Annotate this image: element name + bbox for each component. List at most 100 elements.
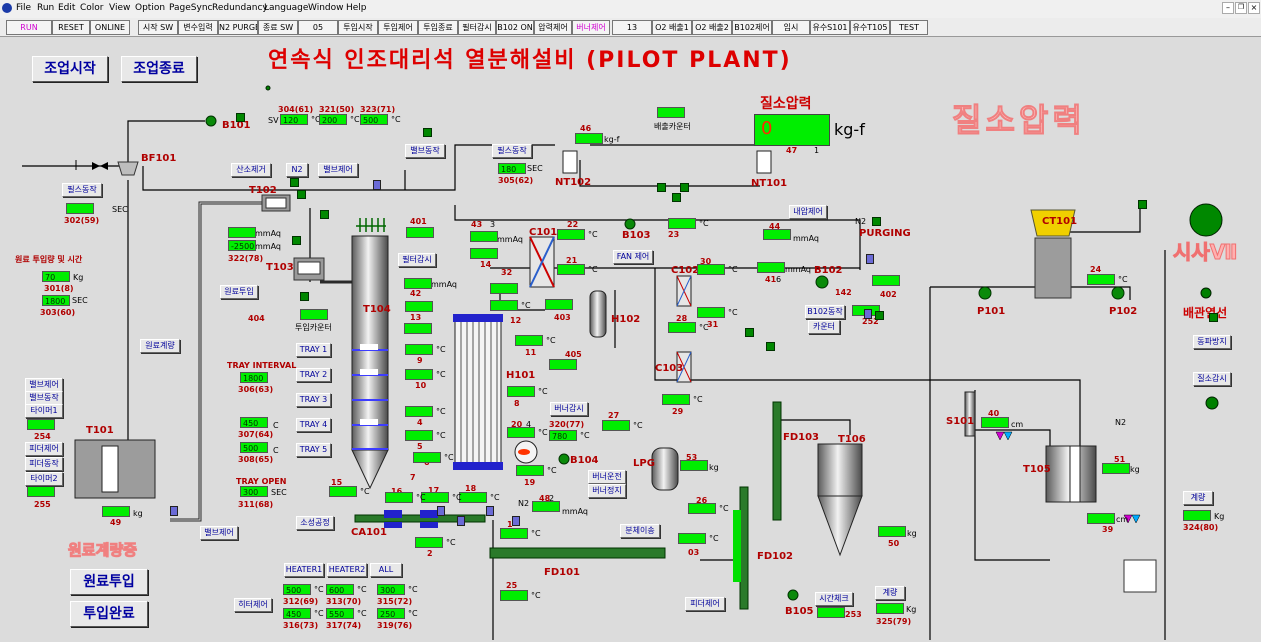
- value-display[interactable]: [405, 344, 433, 355]
- value-display[interactable]: 1800: [240, 372, 268, 383]
- control-button[interactable]: 타이머2: [25, 472, 63, 486]
- value-display[interactable]: [405, 369, 433, 380]
- control-button[interactable]: 소성공정: [296, 516, 334, 530]
- control-button[interactable]: TRAY 4: [296, 418, 331, 432]
- control-button[interactable]: 내압제어: [789, 205, 827, 219]
- value-display[interactable]: [405, 301, 433, 312]
- control-button[interactable]: 필스동작: [62, 183, 102, 197]
- value-display[interactable]: [549, 359, 577, 370]
- control-button[interactable]: 카운터: [808, 320, 840, 334]
- control-button[interactable]: 필스동작: [492, 144, 532, 158]
- value-display[interactable]: [507, 386, 535, 397]
- menu-redundancy[interactable]: Redundancy: [212, 3, 268, 13]
- menu-option[interactable]: Option: [135, 3, 166, 13]
- menu-edit[interactable]: Edit: [58, 3, 76, 13]
- control-button[interactable]: 질소감시: [1193, 372, 1231, 386]
- menu-run[interactable]: Run: [37, 3, 55, 13]
- value-display[interactable]: [662, 394, 690, 405]
- value-display[interactable]: 1800: [42, 295, 70, 306]
- toolbar-t105[interactable]: 유수T105: [850, 20, 890, 35]
- toolbar-b102-control[interactable]: B102제어: [732, 20, 772, 35]
- value-display[interactable]: 300: [240, 486, 268, 497]
- control-button[interactable]: TRAY 5: [296, 443, 331, 457]
- value-display[interactable]: [405, 430, 433, 441]
- value-display[interactable]: 300: [377, 584, 405, 595]
- value-display[interactable]: 70: [42, 271, 70, 282]
- value-display[interactable]: 500: [240, 442, 268, 453]
- value-display[interactable]: [470, 248, 498, 259]
- control-button[interactable]: 원료투입: [220, 285, 258, 299]
- control-button[interactable]: 필터감시: [398, 253, 436, 267]
- value-display[interactable]: 550: [326, 608, 354, 619]
- value-display[interactable]: [329, 486, 357, 497]
- value-display[interactable]: [27, 486, 55, 497]
- value-display[interactable]: [697, 307, 725, 318]
- toolbar-n2-purge[interactable]: N2 PURGE: [218, 20, 258, 35]
- value-display[interactable]: [668, 218, 696, 229]
- value-display[interactable]: [405, 406, 433, 417]
- toolbar-o2-out1[interactable]: O2 배출1: [652, 20, 692, 35]
- control-button[interactable]: HEATER2: [327, 563, 367, 577]
- toolbar-input-end[interactable]: 투입종료: [418, 20, 458, 35]
- toolbar-s101[interactable]: 유수S101: [810, 20, 850, 35]
- control-button[interactable]: 버너감시: [550, 402, 588, 416]
- value-display[interactable]: 120: [280, 114, 308, 125]
- value-display[interactable]: [688, 503, 716, 514]
- menu-language[interactable]: Language: [264, 3, 309, 13]
- value-display[interactable]: [406, 227, 434, 238]
- value-display[interactable]: [872, 275, 900, 286]
- value-display[interactable]: 500: [360, 114, 388, 125]
- value-display[interactable]: [680, 460, 708, 471]
- value-display[interactable]: 780: [549, 430, 577, 441]
- value-display[interactable]: [507, 427, 535, 438]
- toolbar-start-sw[interactable]: 시작 SW: [138, 20, 178, 35]
- toolbar-var-input[interactable]: 변수입력: [178, 20, 218, 35]
- value-display[interactable]: [602, 420, 630, 431]
- value-display[interactable]: [1183, 510, 1211, 521]
- value-display[interactable]: [678, 533, 706, 544]
- restore-icon[interactable]: ❐: [1235, 2, 1247, 14]
- value-display[interactable]: [228, 227, 256, 238]
- value-display[interactable]: [385, 492, 413, 503]
- value-display[interactable]: [697, 264, 725, 275]
- control-button[interactable]: TRAY 3: [296, 393, 331, 407]
- value-display[interactable]: 450: [283, 608, 311, 619]
- toolbar-end-sw[interactable]: 종료 SW: [258, 20, 298, 35]
- value-display[interactable]: [657, 107, 685, 118]
- close-icon[interactable]: ×: [1248, 2, 1260, 14]
- value-display[interactable]: [415, 537, 443, 548]
- value-display[interactable]: [300, 309, 328, 320]
- toolbar-input-start[interactable]: 투입시작: [338, 20, 378, 35]
- value-display[interactable]: 180: [498, 163, 526, 174]
- control-button[interactable]: 밸브제어: [200, 526, 238, 540]
- value-display[interactable]: [763, 229, 791, 240]
- menu-view[interactable]: View: [109, 3, 131, 13]
- value-display[interactable]: [516, 465, 544, 476]
- toolbar-temp[interactable]: 임시: [772, 20, 810, 35]
- control-button[interactable]: 계량: [875, 586, 905, 600]
- operation-end-button[interactable]: 조업종료: [121, 56, 197, 82]
- minimize-icon[interactable]: –: [1222, 2, 1234, 14]
- control-button[interactable]: 피더제어: [685, 597, 725, 611]
- control-button[interactable]: 밸브제어: [318, 163, 358, 177]
- menu-help[interactable]: Help: [346, 3, 367, 13]
- control-button[interactable]: 원료계량: [140, 339, 180, 353]
- value-display[interactable]: [515, 335, 543, 346]
- toolbar-test[interactable]: TEST: [890, 20, 928, 35]
- value-display[interactable]: [459, 492, 487, 503]
- value-display[interactable]: 500: [283, 584, 311, 595]
- value-display[interactable]: 200: [319, 114, 347, 125]
- control-button[interactable]: 분체이송: [620, 524, 660, 538]
- value-display[interactable]: 600: [326, 584, 354, 595]
- value-display[interactable]: [404, 323, 432, 334]
- value-display[interactable]: [500, 528, 528, 539]
- control-button[interactable]: 시간체크: [815, 592, 853, 606]
- toolbar-reset[interactable]: RESET: [52, 20, 90, 35]
- control-button[interactable]: FAN 제어: [613, 250, 653, 264]
- value-display[interactable]: [66, 203, 94, 214]
- operation-start-button[interactable]: 조업시작: [32, 56, 108, 82]
- control-button[interactable]: 밸브동작: [25, 391, 63, 405]
- value-display[interactable]: [668, 322, 696, 333]
- control-button[interactable]: B102동작: [805, 305, 845, 319]
- value-display[interactable]: [878, 526, 906, 537]
